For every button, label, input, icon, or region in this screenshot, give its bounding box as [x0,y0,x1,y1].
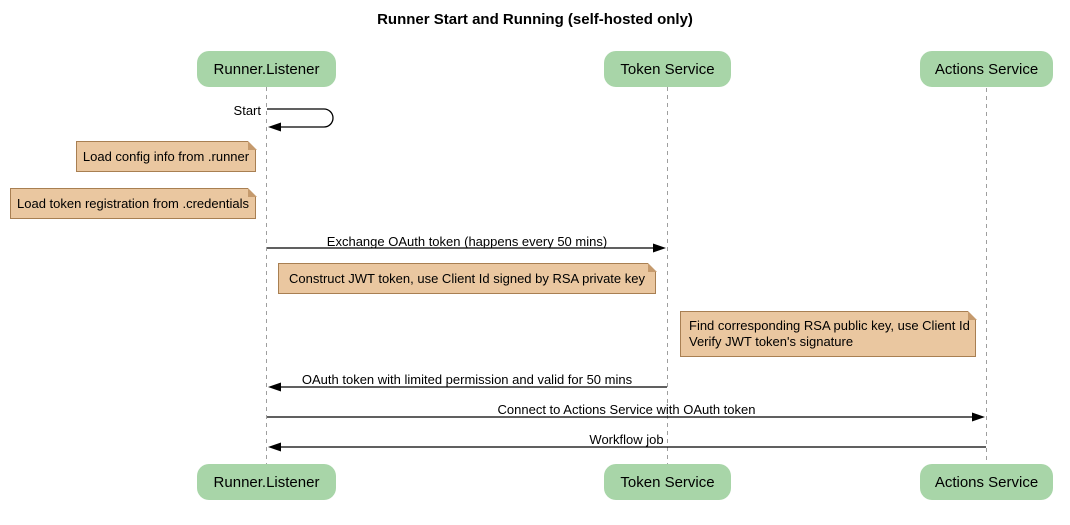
note-load-config: Load config info from .runner [76,140,257,172]
message-workflow-job-label: Workflow job [589,432,664,447]
participant-actions-service-bottom: Actions Service [920,464,1053,500]
participant-actions-service-top: Actions Service [920,51,1053,87]
participant-token-service-top: Token Service [604,51,731,87]
message-workflow-job-arrowhead [268,442,281,452]
participant-token-service-bottom: Token Service [604,464,731,500]
message-exchange-oauth-arrowhead [653,243,666,253]
message-connect-actions-label: Connect to Actions Service with OAuth to… [497,402,756,417]
participant-runner-listener-bottom: Runner.Listener [197,464,336,500]
note-verify-jwt-line1: Find corresponding RSA public key, use C… [689,318,970,333]
message-connect-actions-arrowhead [972,412,985,422]
message-oauth-return-arrowhead [268,382,281,392]
message-start-label: Start [233,103,261,118]
self-message-start-arrowhead [268,122,281,132]
self-message-start-loop [267,108,334,128]
note-construct-jwt: Construct JWT token, use Client Id signe… [278,262,657,294]
message-exchange-oauth-label: Exchange OAuth token (happens every 50 m… [326,234,608,249]
note-load-token-registration: Load token registration from .credential… [10,187,257,219]
note-verify-jwt-line2: Verify JWT token's signature [689,334,854,349]
participant-runner-listener-top: Runner.Listener [197,51,336,87]
note-verify-jwt: Find corresponding RSA public key, use C… [680,310,977,357]
diagram-title: Runner Start and Running (self-hosted on… [377,11,693,28]
message-oauth-return-label: OAuth token with limited permission and … [301,372,633,387]
